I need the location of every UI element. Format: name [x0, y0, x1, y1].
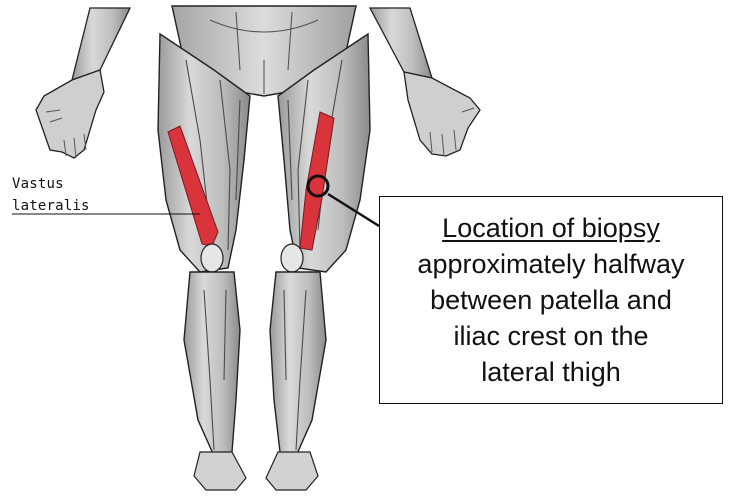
callout-line: approximately halfway [417, 246, 684, 282]
patella-left [201, 244, 223, 272]
left-lower-leg [184, 272, 246, 490]
muscle-label-line1: Vastus [12, 176, 64, 192]
callout-title: Location of biopsy [442, 210, 660, 246]
right-arm [370, 8, 480, 156]
patella-right [281, 244, 303, 272]
callout-line: iliac crest on the [453, 318, 648, 354]
muscle-label-line2: lateralis [12, 198, 90, 214]
callout-line: between patella and [430, 282, 672, 318]
callout-line: lateral thigh [481, 354, 621, 390]
right-lower-leg [266, 272, 326, 490]
callout-box: Location of biopsy approximately halfway… [379, 196, 723, 404]
left-arm [36, 8, 130, 158]
